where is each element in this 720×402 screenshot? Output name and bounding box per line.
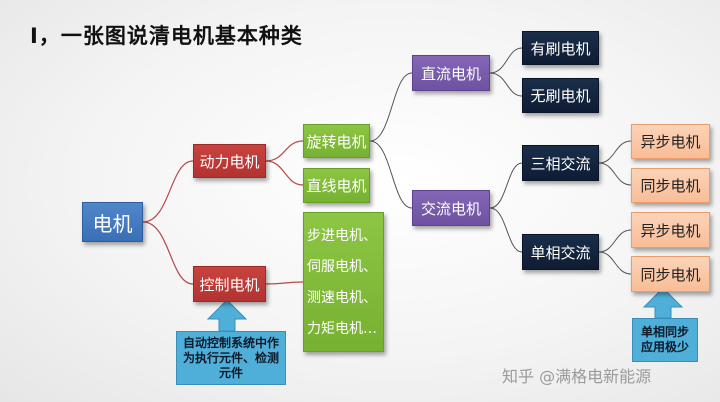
sync-motor-node-2: 同步电机: [631, 256, 710, 292]
single-phase-note: 单相同步应用极少: [632, 318, 698, 362]
connector-power-rotary: [265, 140, 304, 162]
connector-three-sync: [598, 162, 632, 186]
connector-ac-three: [489, 162, 523, 209]
page-title: I，一张图说清电机基本种类: [30, 24, 303, 48]
up-arrow-right: [642, 287, 684, 319]
single-phase-ac-node: 单相交流: [522, 234, 599, 270]
connector-ac-single: [489, 207, 523, 253]
connector-root-power: [142, 160, 194, 223]
rotary-motor-node: 旋转电机: [303, 124, 370, 158]
connector-three-async: [598, 140, 632, 164]
dc-motor-node: 直流电机: [412, 55, 490, 91]
control-type-tacho: 测速电机、: [307, 290, 377, 306]
connector-power-linear: [265, 160, 304, 186]
brushless-motor-node: 无刷电机: [522, 78, 599, 113]
connector-rotary-dc: [369, 72, 413, 142]
control-motor-note: 自动控制系统中作为执行元件、检测元件: [176, 331, 286, 385]
control-motor-node: 控制电机: [193, 266, 266, 302]
control-motor-types-list: 步进电机、 伺服电机、 测速电机、 力矩电机…: [303, 212, 384, 352]
linear-motor-node: 直线电机: [303, 168, 370, 203]
connector-rotary-ac: [369, 140, 413, 209]
async-motor-node-2: 异步电机: [631, 212, 710, 248]
connector-dc-brushless: [489, 72, 523, 97]
root-motor-node: 电机: [82, 202, 143, 242]
control-type-stepper: 步进电机、: [307, 228, 377, 244]
watermark: 知乎 @满格电新能源: [502, 367, 652, 386]
power-motor-node: 动力电机: [193, 144, 266, 178]
brushed-motor-node: 有刷电机: [522, 31, 599, 65]
connector-single-async: [598, 229, 632, 253]
connector-control-stack: [265, 281, 304, 285]
control-type-servo: 伺服电机、: [307, 259, 377, 275]
up-arrow-left: [206, 299, 248, 332]
connector-single-sync: [598, 251, 632, 275]
control-type-torque: 力矩电机…: [307, 321, 377, 337]
connector-dc-brushed: [489, 47, 523, 74]
three-phase-ac-node: 三相交流: [522, 145, 599, 181]
ac-motor-node: 交流电机: [412, 190, 490, 226]
connector-root-control: [142, 221, 194, 285]
async-motor-node-1: 异步电机: [631, 124, 710, 159]
sync-motor-node-1: 同步电机: [631, 168, 710, 203]
